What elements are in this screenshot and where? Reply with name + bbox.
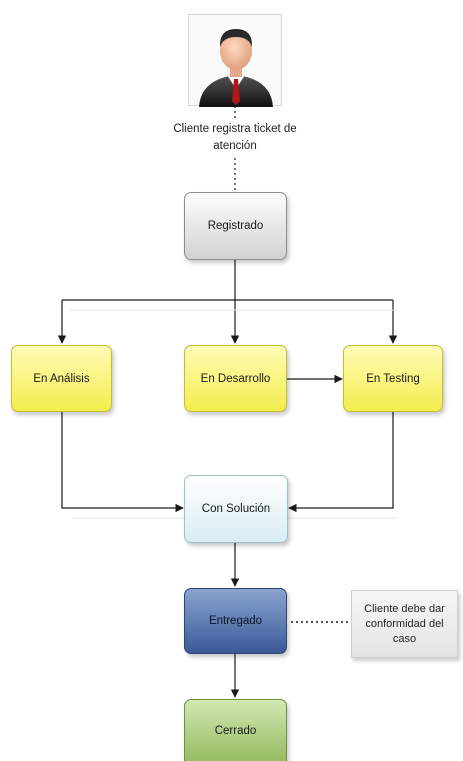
- state-en-testing: En Testing: [343, 345, 443, 412]
- state-cerrado: Cerrado: [184, 699, 287, 761]
- state-con-solucion-label: Con Solución: [201, 503, 271, 515]
- note-conformidad: Cliente debe dar conformidad del caso: [351, 590, 458, 658]
- state-registrado: Registrado: [184, 192, 287, 260]
- state-en-desarrollo-label: En Desarrollo: [200, 372, 271, 385]
- state-registrado-label: Registrado: [207, 220, 264, 232]
- state-en-desarrollo: En Desarrollo: [184, 345, 287, 412]
- businessman-avatar-icon: [199, 29, 273, 107]
- state-entregado: Entregado: [184, 588, 287, 654]
- arrow-testing-solucion: [288, 412, 394, 513]
- actor-avatar: [188, 14, 282, 107]
- state-en-testing-label: En Testing: [366, 372, 420, 385]
- actor-caption: Cliente registra ticket de atención: [173, 123, 297, 152]
- arrow-analisis-solucion: [61, 412, 184, 513]
- note-conformidad-text: Cliente debe dar conformidad del caso: [364, 602, 445, 645]
- state-en-analisis: En Análisis: [11, 345, 112, 412]
- state-con-solucion: Con Solución: [184, 475, 288, 543]
- state-cerrado-label: Cerrado: [214, 724, 257, 737]
- state-en-analisis-label: En Análisis: [33, 372, 90, 385]
- state-entregado-label: Entregado: [208, 615, 263, 627]
